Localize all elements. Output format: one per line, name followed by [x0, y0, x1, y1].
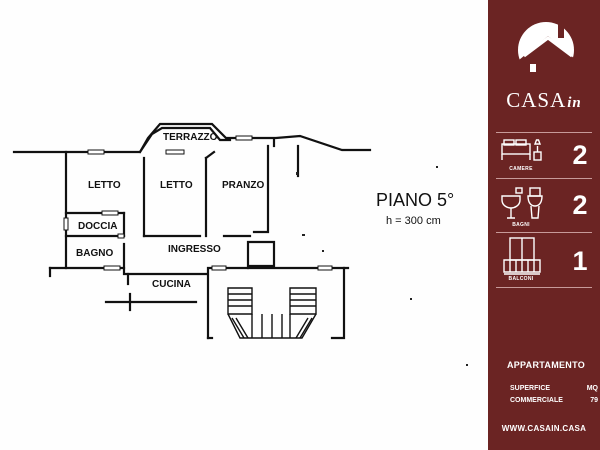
house-logo-icon — [518, 22, 576, 82]
room-label-terrazzo: TERRAZZO — [163, 132, 218, 143]
bathroom-icon — [501, 187, 543, 219]
room-label-letto-1: LETTO — [88, 180, 121, 191]
surface-label-1: SUPERFICE — [510, 385, 551, 392]
brand-main: CASA — [506, 88, 567, 112]
room-label-doccia: DOCCIA — [78, 221, 117, 232]
stat-value-camere: 2 — [572, 140, 588, 170]
floor-title: PIANO 5° — [376, 190, 454, 210]
stat-value-bagni: 2 — [572, 190, 588, 220]
divider — [496, 178, 592, 179]
website-link[interactable]: WWW.CASAIN.CASA — [501, 424, 587, 433]
room-label-bagno: BAGNO — [76, 248, 113, 259]
stat-label-camere: CAMERE — [509, 166, 533, 172]
room-label-ingresso: INGRESSO — [168, 244, 221, 255]
surface-unit: MQ — [586, 385, 598, 392]
floor-height-note: h = 300 cm — [386, 215, 441, 227]
brand-name: CASAin — [488, 88, 600, 113]
balcony-icon — [503, 237, 541, 275]
stat-label-balconi: BALCONI — [508, 276, 534, 282]
info-panel: CASAin CAMERE 2 — [488, 0, 600, 450]
stat-value-balconi: 1 — [572, 246, 588, 276]
room-label-letto-2: LETTO — [160, 180, 193, 191]
divider — [496, 287, 592, 288]
floor-plan: TERRAZZO LETTO LETTO PRANZO DOCCIA BAGNO… — [12, 122, 468, 366]
brand-suffix: in — [567, 95, 582, 111]
bed-icon — [501, 139, 542, 161]
apartment-title: APPARTAMENTO — [506, 360, 586, 370]
room-label-pranzo: PRANZO — [222, 180, 264, 191]
surface-value: 79 — [590, 397, 598, 404]
surface-label-2: COMMERCIALE — [510, 397, 563, 404]
divider — [496, 132, 592, 133]
floor-plan-drawing: TERRAZZO LETTO LETTO PRANZO DOCCIA BAGNO… — [12, 122, 468, 366]
stat-label-bagni: BAGNI — [512, 222, 530, 228]
room-label-cucina: CUCINA — [152, 279, 191, 290]
divider — [496, 232, 592, 233]
